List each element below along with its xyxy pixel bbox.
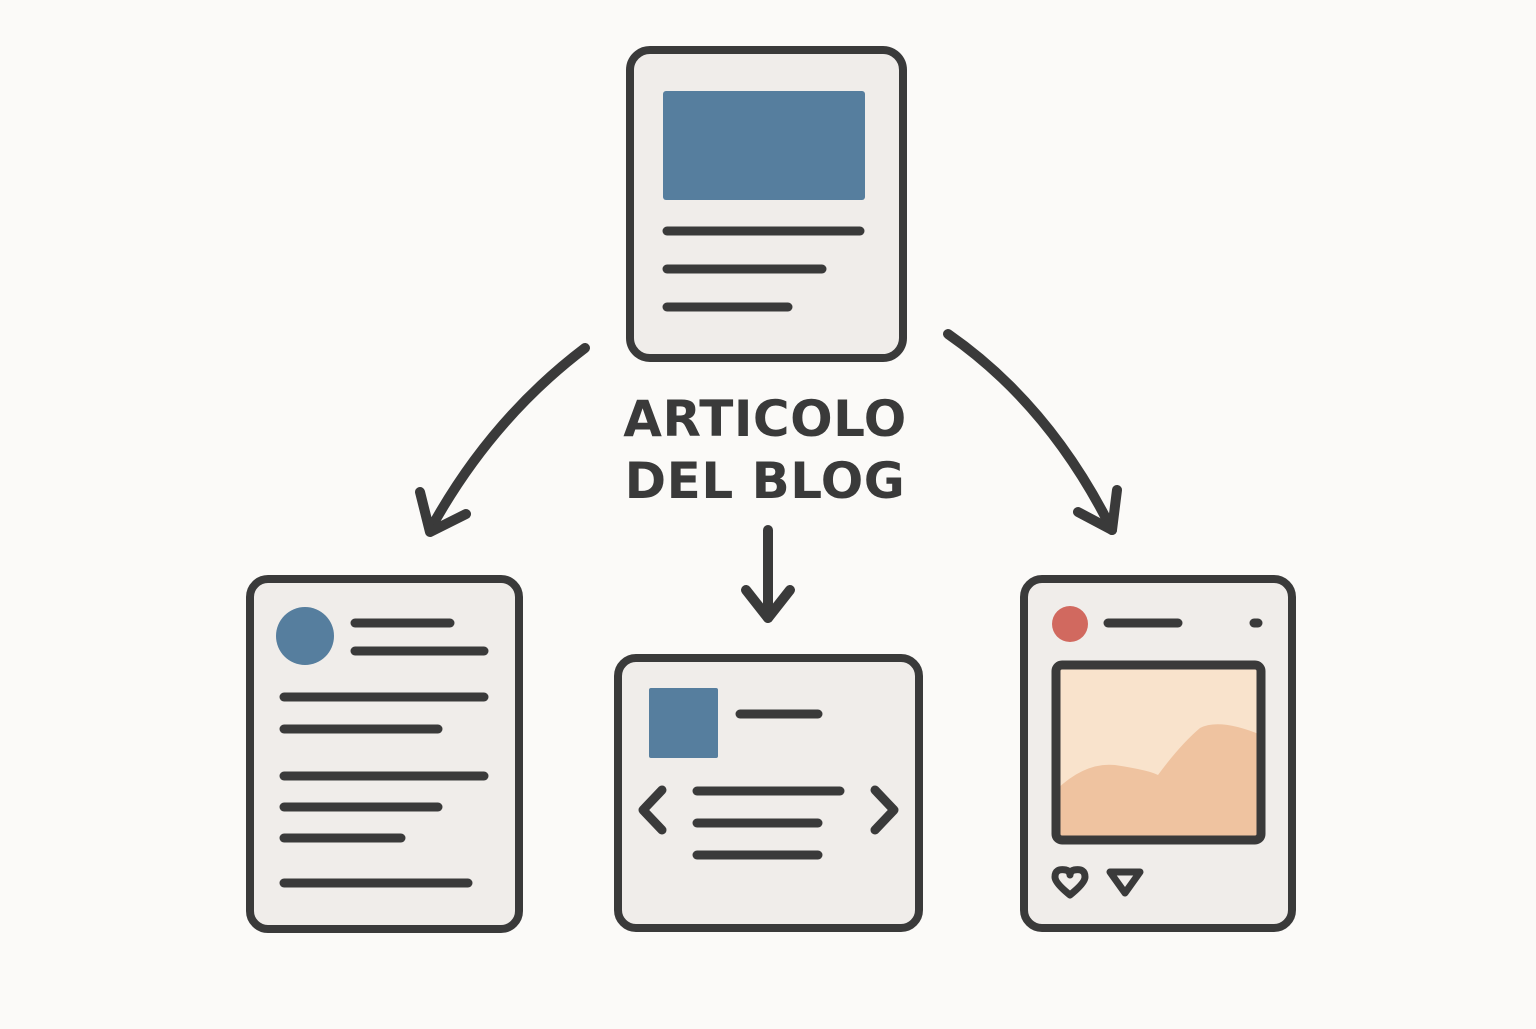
chevron-right-icon <box>870 785 899 835</box>
flow-arrows <box>415 329 1122 623</box>
blog-article-document-icon <box>626 46 907 362</box>
center-label-line-2: DEL BLOG <box>624 452 906 510</box>
arrow-to-left-card <box>415 343 590 537</box>
heart-icon <box>1051 866 1089 899</box>
carousel-thumbnail <box>649 688 718 758</box>
center-label-line-1: ARTICOLO <box>623 390 907 448</box>
arrow-to-middle-card <box>741 525 795 623</box>
arrow-to-right-card <box>943 329 1122 535</box>
post-image <box>1051 660 1266 845</box>
article-hero-image <box>663 91 865 200</box>
triangle-share-icon <box>1106 868 1144 897</box>
social-post-text-icon <box>246 575 523 933</box>
avatar <box>1052 606 1088 642</box>
center-label: ARTICOLO DEL BLOG <box>565 388 965 512</box>
chevron-left-icon <box>638 785 667 835</box>
carousel-post-icon <box>614 654 923 932</box>
image-post-icon <box>1020 575 1296 932</box>
avatar <box>276 607 334 665</box>
